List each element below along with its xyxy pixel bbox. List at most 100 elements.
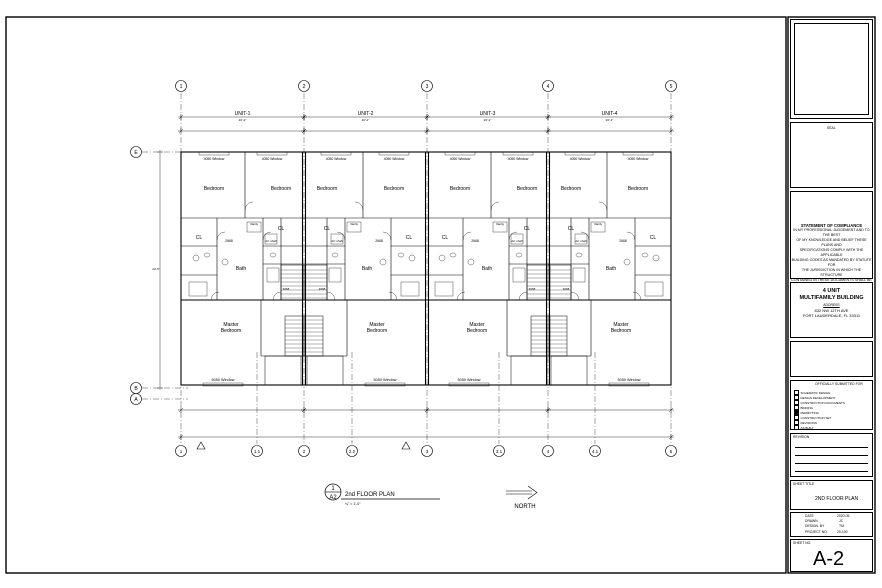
checkbox-icon bbox=[794, 415, 799, 420]
grid-label-row: A bbox=[134, 397, 138, 403]
sink-icon bbox=[397, 252, 405, 258]
submitted-for-label: OFFICIALLY SUBMITTED FOR bbox=[815, 382, 863, 386]
revision-label: REVISION bbox=[793, 435, 810, 439]
checklist-label: PERMITTING bbox=[800, 410, 820, 415]
checklist-label: DESIGN DEVELOPMENT bbox=[800, 395, 836, 400]
door-swing-icon bbox=[632, 291, 642, 301]
door-swing-icon bbox=[518, 291, 528, 301]
checklist-item: BIDDING bbox=[794, 405, 845, 410]
room-label-closet: CL bbox=[650, 235, 657, 241]
window-label: 5050 Window bbox=[373, 378, 396, 382]
checkbox-icon bbox=[794, 390, 799, 395]
room-label-master: Master bbox=[469, 322, 485, 328]
compliance-panel: STATEMENT OF COMPLIANCE IN MY PROFESSION… bbox=[790, 191, 873, 287]
compliance-line: CONTAINED IN THESE DOCUMENTS SHALL BE bbox=[791, 278, 872, 282]
door-swing-icon bbox=[210, 291, 220, 301]
compliance-line: OF MY KNOWLEDGE AND BELIEF THESE PLANS A… bbox=[796, 238, 867, 247]
submission-panel: OFFICIALLY SUBMITTED FOR SCHEMATIC DESIG… bbox=[790, 380, 873, 430]
compliance-line: IN MY PROFESSIONAL JUDGEMENT AND TO THE … bbox=[793, 228, 870, 237]
stair-tag: 3068 bbox=[319, 287, 326, 291]
grid-bubble-bottom bbox=[175, 445, 187, 457]
grid-label-top: 5 bbox=[670, 84, 673, 90]
toilet-icon bbox=[652, 254, 660, 262]
north-label: NORTH bbox=[514, 504, 535, 510]
room-label-vanity: Vanity bbox=[496, 222, 505, 226]
grid-label-bottom: 2 bbox=[303, 449, 306, 454]
checked-label: DESIGN. BY bbox=[805, 524, 825, 528]
checklist-item: REVISIONS bbox=[794, 420, 845, 425]
room-label-bedroom: Bedroom bbox=[628, 186, 648, 192]
room-label-bedroom: Bedroom bbox=[384, 186, 404, 192]
room-label-bath: Bath bbox=[236, 266, 247, 272]
checkbox-icon bbox=[794, 405, 799, 410]
grid-bubble-top bbox=[175, 80, 187, 92]
project-no-label: PROJECT NO. bbox=[805, 530, 828, 534]
grid-label-bottom: 4 bbox=[547, 449, 550, 454]
compliance-line: SPECIFICATIONS COMPLY WITH THE APPLICABL… bbox=[799, 248, 864, 257]
toilet-icon bbox=[221, 258, 229, 266]
door-tag: 2668 bbox=[471, 239, 479, 243]
toilet-icon bbox=[467, 258, 475, 266]
door-swing-icon bbox=[262, 231, 272, 241]
grid-label-bottom: 4.1 bbox=[592, 449, 599, 454]
door-swing-icon bbox=[272, 291, 282, 301]
seal-label: SEAL bbox=[827, 126, 836, 130]
seal-panel: SEAL bbox=[790, 122, 873, 188]
stair-tag: 3068 bbox=[529, 287, 536, 291]
project-info-panel: DATE 2020-05 DRAWN JC DESIGN. BY TM PROJ… bbox=[790, 512, 873, 537]
checklist-label: SCHEMATIC DESIGN bbox=[800, 390, 831, 395]
room-label-bedroom: Bedroom bbox=[450, 186, 470, 192]
window-label: 4050 Window bbox=[262, 157, 283, 161]
sink-icon bbox=[449, 252, 457, 258]
checkbox-icon bbox=[794, 420, 799, 425]
door-swing-icon bbox=[326, 291, 336, 301]
door-swing-icon bbox=[388, 291, 398, 301]
sink-icon bbox=[203, 252, 211, 258]
drawn-value: JC bbox=[839, 519, 844, 523]
grid-label-row: E bbox=[134, 150, 138, 156]
unit-width-dim: 20'-2" bbox=[362, 118, 370, 122]
project-title-1: 4 UNIT bbox=[822, 288, 841, 294]
toilet-icon bbox=[623, 258, 631, 266]
room-label-master: Bedroom bbox=[221, 328, 241, 334]
toilet-icon bbox=[408, 254, 416, 262]
door-tag: 2668 bbox=[619, 239, 627, 243]
room-label-master: Bedroom bbox=[367, 328, 387, 334]
overall-height-dim: 44'-6" bbox=[152, 267, 160, 271]
door-swing-icon bbox=[598, 201, 608, 211]
project-title-2: MULTIFAMILY BUILDING bbox=[799, 295, 864, 301]
door-tag: 2668 bbox=[225, 239, 233, 243]
toilet-icon bbox=[379, 258, 387, 266]
room-label-bath: Bath bbox=[606, 266, 617, 272]
room-label-master: Bedroom bbox=[611, 328, 631, 334]
logo-panel bbox=[790, 19, 873, 119]
room-label-ac-shaft: AC shaft bbox=[265, 239, 277, 243]
window-label: 5050 Window bbox=[617, 378, 640, 382]
grid-bubble-bottom bbox=[493, 445, 505, 457]
grid-label-bottom: 5 bbox=[670, 449, 673, 454]
checklist-label: CONSTRUCTION DOCUMENTS bbox=[800, 400, 845, 405]
room-label-closet: CL bbox=[568, 226, 575, 232]
door-swing-icon bbox=[216, 231, 226, 241]
unit-width-dim: 20'-2" bbox=[606, 118, 614, 122]
address-label: ADDRESS bbox=[823, 303, 840, 307]
room-label-master: Master bbox=[613, 322, 629, 328]
unit-width-dim: 20'-2" bbox=[484, 118, 492, 122]
checklist-item: PERMITTING bbox=[794, 410, 845, 415]
checklist-item: CONSTRUCTION SET bbox=[794, 415, 845, 420]
window-label: 4050 Window bbox=[570, 157, 591, 161]
unit-label: UNIT-2 bbox=[358, 111, 374, 117]
date-label: DATE bbox=[805, 514, 814, 518]
room-label-bedroom: Bedroom bbox=[517, 186, 537, 192]
unit-label: UNIT-1 bbox=[235, 111, 251, 117]
project-no-value: 20-100 bbox=[837, 530, 848, 534]
sink-icon bbox=[331, 252, 339, 258]
room-label-bedroom: Bedroom bbox=[561, 186, 581, 192]
sink-icon bbox=[641, 252, 649, 258]
window-label: 5050 Window bbox=[457, 378, 480, 382]
sink-icon bbox=[575, 252, 583, 258]
grid-label-bottom: 1 bbox=[180, 449, 183, 454]
sink-icon bbox=[269, 252, 277, 258]
door-swing-icon bbox=[382, 231, 392, 241]
room-label-master: Master bbox=[223, 322, 239, 328]
